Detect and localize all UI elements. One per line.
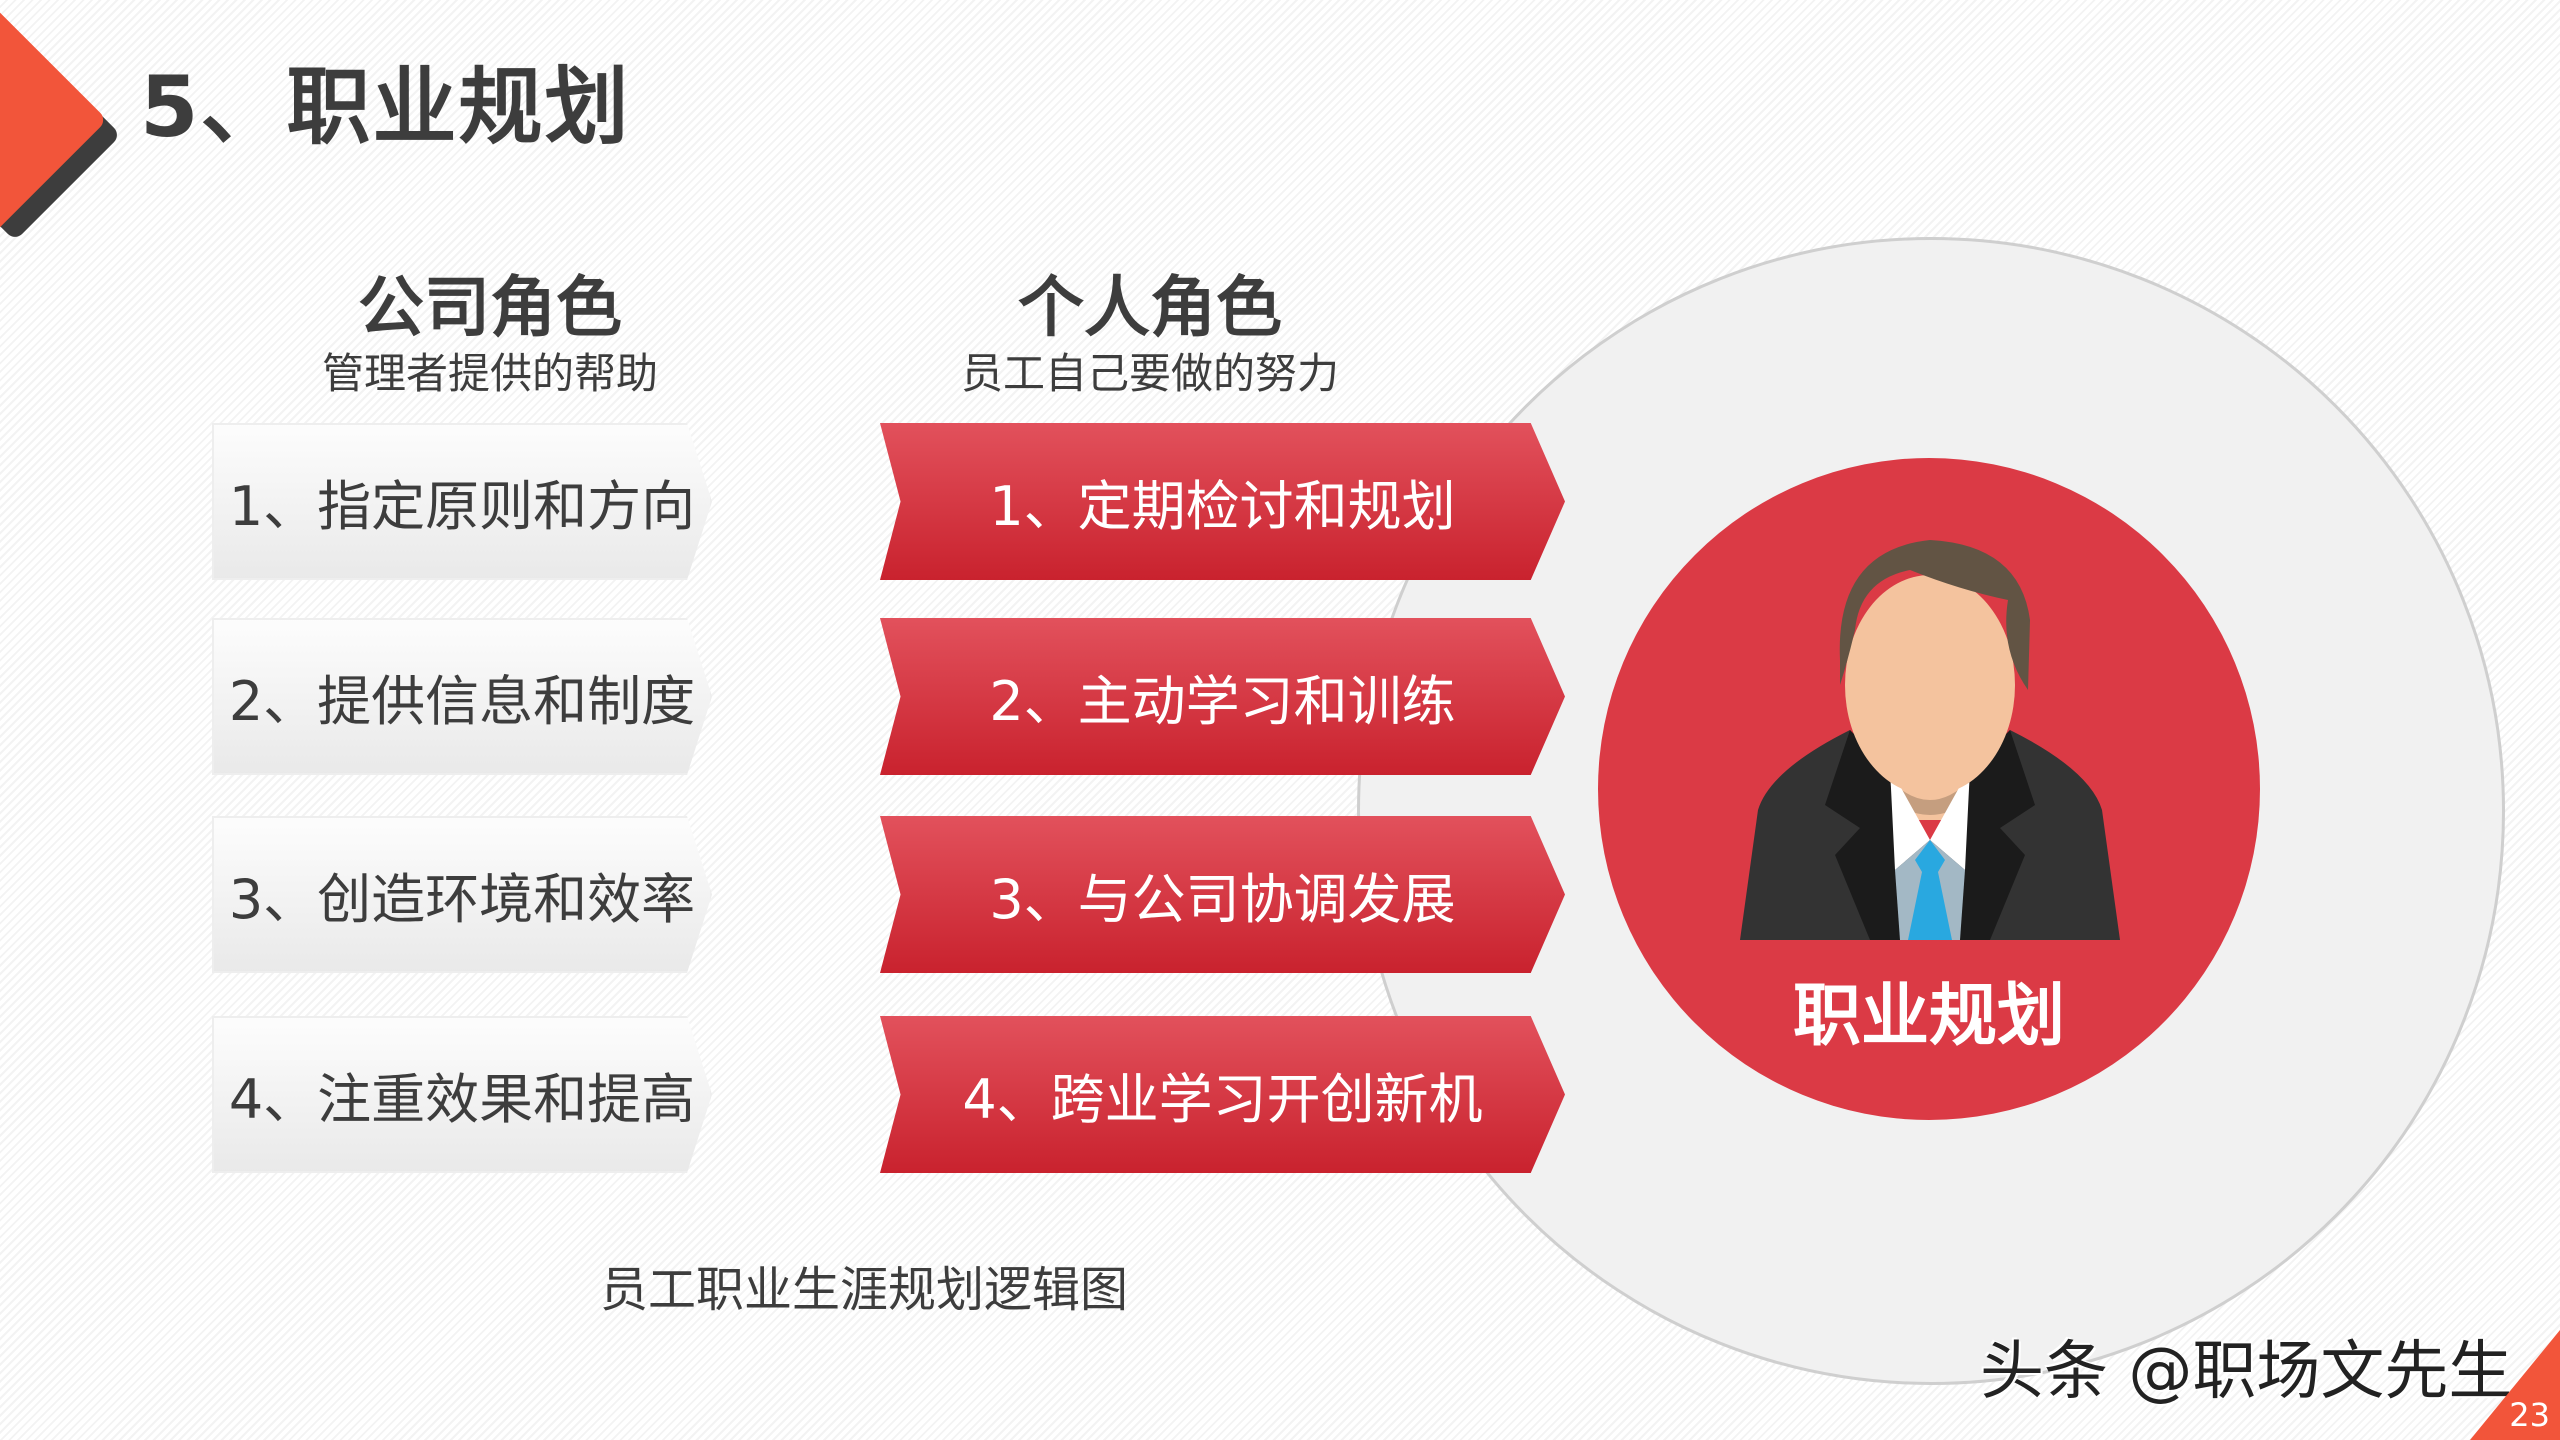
page-title: 5、职业规划 (140, 58, 631, 156)
company-item-3: 3、创造环境和效率 (212, 816, 712, 973)
company-item-1: 1、指定原则和方向 (212, 423, 712, 580)
center-circle-label: 职业规划 (1792, 977, 2065, 1056)
company-role-title: 公司角色 (358, 269, 622, 346)
personal-role-header: 个人角色 员工自己要做的努力 (900, 268, 1400, 400)
company-item-2: 2、提供信息和制度 (212, 618, 712, 775)
company-item-4: 4、注重效果和提高 (212, 1016, 712, 1173)
company-role-header: 公司角色 管理者提供的帮助 (290, 268, 690, 400)
personal-item-3: 3、与公司协调发展 (880, 816, 1565, 973)
personal-role-title: 个人角色 (1018, 269, 1282, 346)
personal-item-1: 1、定期检讨和规划 (880, 423, 1565, 580)
personal-role-subtitle: 员工自己要做的努力 (960, 349, 1339, 398)
personal-item-2: 2、主动学习和训练 (880, 618, 1565, 775)
personal-item-4: 4、跨业学习开创新机 (880, 1016, 1565, 1173)
businessman-avatar-icon (1740, 540, 2120, 940)
page-number: 23 (2509, 1396, 2550, 1434)
watermark: 头条 @职场文先生 (1980, 1335, 2513, 1409)
corner-triangle-icon (2470, 1330, 2560, 1440)
header-logo-front-icon (0, 0, 108, 248)
diagram-caption: 员工职业生涯规划逻辑图 (600, 1262, 1129, 1318)
company-role-subtitle: 管理者提供的帮助 (321, 349, 658, 398)
